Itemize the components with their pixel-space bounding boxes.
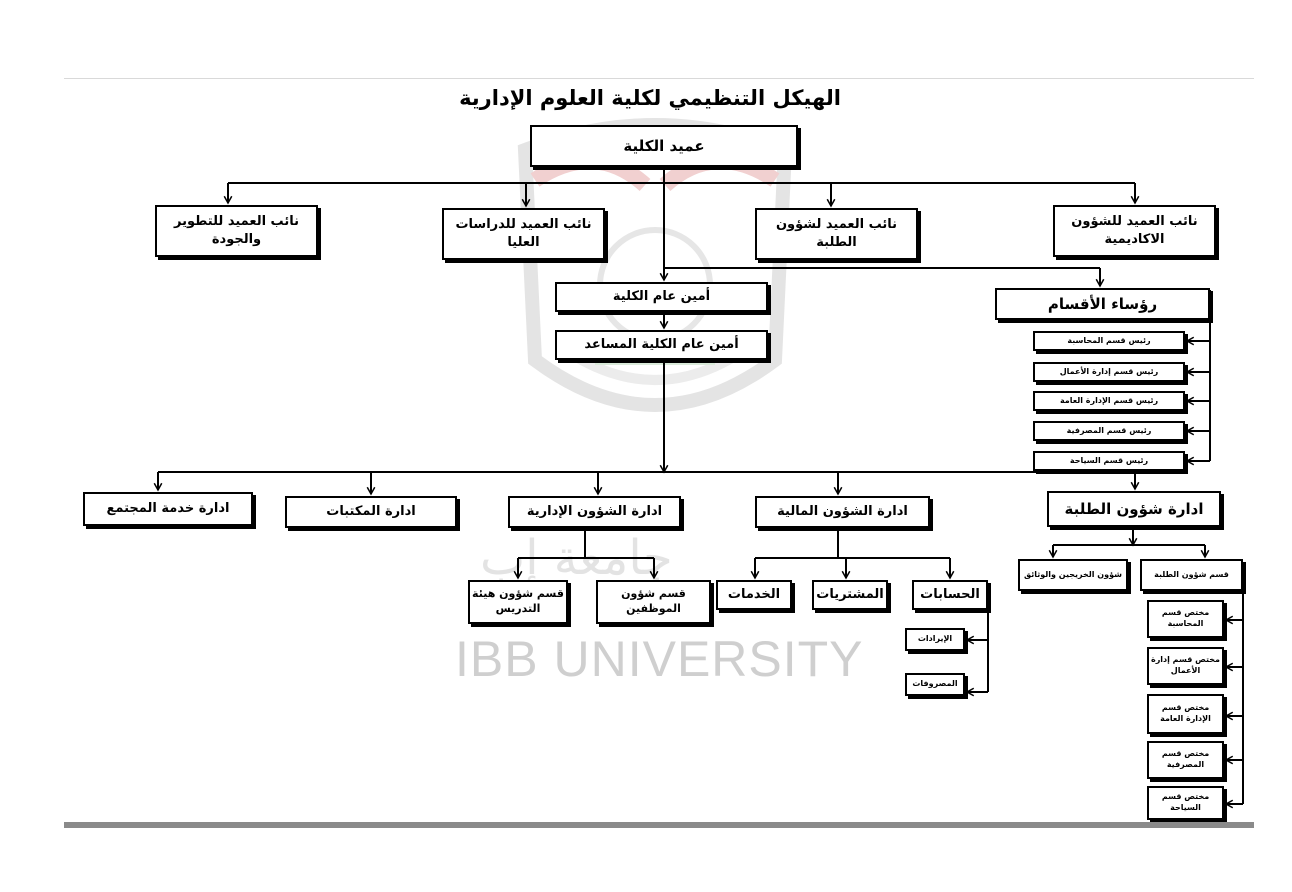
head-banking-box: رئيس قسم المصرفية xyxy=(1033,421,1185,441)
secretary-box: أمين عام الكلية xyxy=(555,282,768,312)
chart-title: الهيكل التنظيمي لكلية العلوم الإدارية xyxy=(459,86,841,110)
vice-dean-academic-box: نائب العميد للشؤون الاكاديمية xyxy=(1053,205,1216,257)
student-affairs-box: ادارة شؤون الطلبة xyxy=(1047,491,1221,527)
specialist-accounting-box: مختص قسم المحاسبة xyxy=(1147,600,1224,638)
specialist-business-box: مختص قسم إدارة الأعمال xyxy=(1147,647,1224,685)
faculty-affairs-box: قسم شؤون هيئة التدريس xyxy=(468,580,568,624)
vice-dean-development-box: نائب العميد للتطوير والجودة xyxy=(155,205,318,257)
purchases-box: المشتريات xyxy=(812,580,888,610)
bottom-bar xyxy=(64,822,1254,828)
expenses-box: المصروفات xyxy=(905,673,965,696)
services-box: الخدمات xyxy=(716,580,792,610)
specialist-public-admin-box: مختص قسم الإدارة العامة xyxy=(1147,694,1224,734)
libraries-box: ادارة المكتبات xyxy=(285,496,457,528)
community-service-box: ادارة خدمة المجتمع xyxy=(83,492,253,526)
dean-box: عميد الكلية xyxy=(530,125,798,167)
employees-affairs-box: قسم شؤون الموظفين xyxy=(596,580,711,624)
graduates-box: شؤون الخريجين والوثائق xyxy=(1018,559,1128,591)
head-accounting-box: رئيس قسم المحاسبة xyxy=(1033,331,1185,351)
revenues-box: الإيرادات xyxy=(905,628,965,651)
top-divider xyxy=(64,78,1254,79)
watermark-text: IBB UNIVERSITY xyxy=(455,631,864,687)
admin-affairs-box: ادارة الشؤون الإدارية xyxy=(508,496,681,528)
accounts-box: الحسابات xyxy=(912,580,988,610)
department-heads-box: رؤساء الأقسام xyxy=(995,288,1210,320)
head-business-box: رئيس قسم إدارة الأعمال xyxy=(1033,362,1185,382)
financial-affairs-box: ادارة الشؤون المالية xyxy=(755,496,930,528)
vice-dean-students-box: نائب العميد لشؤون الطلبة xyxy=(755,208,918,260)
specialist-tourism-box: مختص قسم السياحة xyxy=(1147,786,1224,820)
specialist-banking-box: مختص قسم المصرفية xyxy=(1147,741,1224,779)
students-section-box: قسم شؤون الطلبة xyxy=(1140,559,1243,591)
vice-dean-graduate-box: نائب العميد للدراسات العليا xyxy=(442,208,605,260)
assistant-secretary-box: أمين عام الكلية المساعد xyxy=(555,330,768,360)
head-public-admin-box: رئيس قسم الإدارة العامة xyxy=(1033,391,1185,411)
head-tourism-box: رئيس قسم السياحة xyxy=(1033,451,1185,471)
